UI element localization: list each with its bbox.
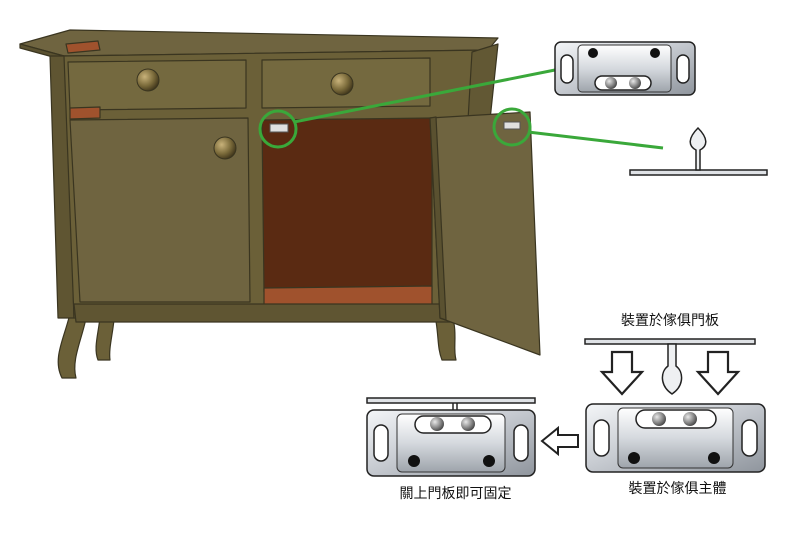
down-arrow-icon bbox=[599, 350, 645, 396]
down-arrow-icon bbox=[695, 350, 741, 396]
bottom-rail bbox=[73, 303, 473, 323]
catch-on-cabinet bbox=[269, 123, 289, 133]
caption-mount-on-body: 裝置於傢俱主體 bbox=[628, 481, 727, 497]
step-closed bbox=[366, 397, 536, 477]
callout-line-door bbox=[527, 130, 664, 150]
cabinet-illustration bbox=[19, 29, 541, 379]
drawer-knob-left bbox=[136, 68, 160, 92]
bottom-shelf-accent bbox=[263, 285, 433, 307]
catch-plate-icon bbox=[554, 41, 696, 96]
step-mount-door bbox=[584, 338, 756, 396]
hook-on-door bbox=[503, 121, 521, 130]
door-plate-closed bbox=[366, 397, 536, 404]
catch-plate-icon bbox=[585, 403, 766, 473]
callout-circle-door bbox=[492, 107, 532, 147]
callout-circle-cabinet bbox=[258, 109, 298, 149]
latch-hook-icon bbox=[629, 126, 768, 176]
right-door-edge bbox=[429, 116, 447, 321]
callout-line-cabinet bbox=[293, 68, 556, 124]
caption-close-door: 關上門板即可固定 bbox=[399, 486, 512, 502]
left-door bbox=[69, 117, 251, 303]
drawer-knob-right bbox=[330, 72, 354, 96]
top-accent-strip bbox=[65, 40, 101, 54]
door-knob bbox=[213, 136, 237, 160]
left-arrow-icon bbox=[540, 425, 579, 457]
catch-plate-icon bbox=[366, 409, 536, 477]
callout-lines bbox=[258, 68, 664, 150]
caption-mount-on-door: 裝置於傢俱門板 bbox=[621, 313, 719, 329]
latch-hook-tongue bbox=[661, 343, 683, 395]
mid-rail-accent bbox=[69, 106, 101, 120]
